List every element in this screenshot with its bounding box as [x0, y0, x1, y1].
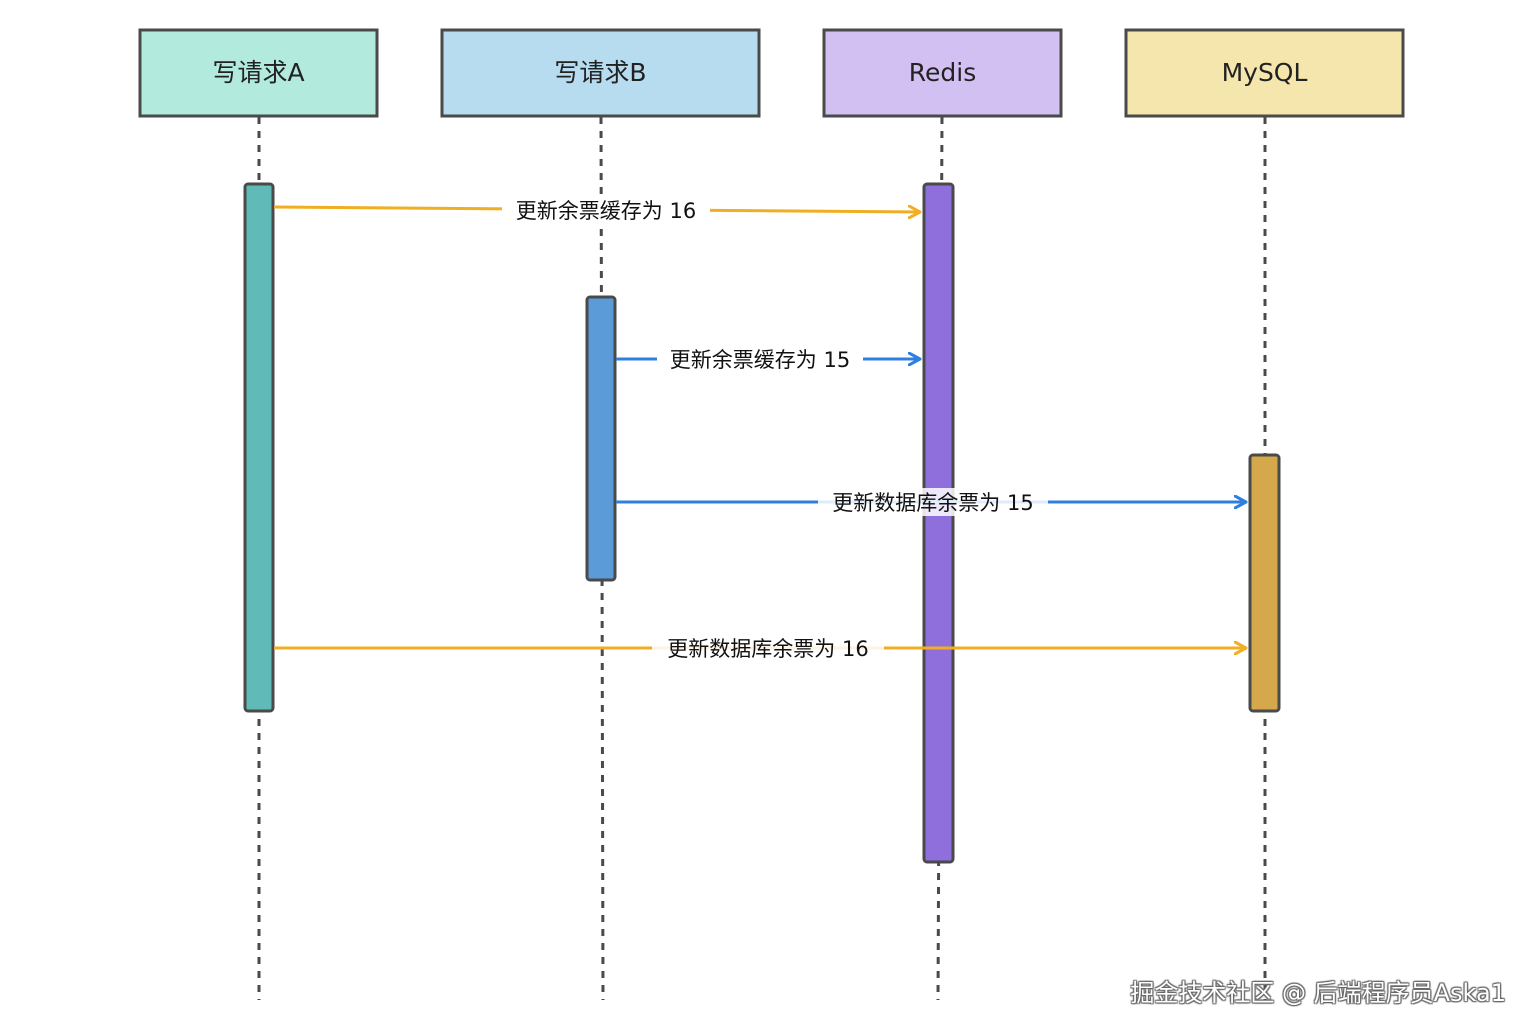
actor-label-redis: Redis [909, 58, 976, 87]
actor-label-write-b: 写请求B [554, 58, 646, 87]
message-1: 更新余票缓存为 16 [273, 196, 920, 224]
message-label-bg-1 [502, 196, 710, 224]
actor-write-b: 写请求B [440, 28, 761, 118]
actor-mysql: MySQL [1124, 28, 1405, 118]
actor-write-a: 写请求A [138, 28, 379, 118]
activation-bar-write-a [243, 182, 275, 713]
lifelines [257, 116, 1267, 1001]
message-label-bg-4 [652, 634, 884, 662]
actor-label-write-a: 写请求A [212, 58, 304, 87]
activation-bar-redis [922, 182, 955, 864]
message-label-3: 更新数据库余票为 15 [832, 491, 1033, 515]
message-label-1: 更新余票缓存为 16 [516, 199, 696, 223]
actor-label-mysql: MySQL [1222, 58, 1308, 87]
activation-bar-mysql [1248, 453, 1281, 713]
activations [243, 182, 1281, 864]
message-label-bg-3 [818, 488, 1048, 516]
message-label-bg-2 [657, 345, 863, 373]
actor-box-redis [822, 28, 1063, 118]
message-3: 更新数据库余票为 15 [616, 488, 1246, 516]
actor-box-write-b [440, 28, 761, 118]
message-label-2: 更新余票缓存为 15 [670, 348, 850, 372]
actor-box-write-a [138, 28, 379, 118]
watermark: 掘金技术社区 @ 后端程序员Aska1 [1130, 979, 1506, 1007]
actor-box-mysql [1124, 28, 1405, 118]
message-4: 更新数据库余票为 16 [274, 634, 1246, 662]
message-2: 更新余票缓存为 15 [616, 345, 920, 373]
actor-redis: Redis [822, 28, 1063, 118]
activation-bar-write-b [585, 295, 617, 582]
message-label-4: 更新数据库余票为 16 [667, 637, 868, 661]
